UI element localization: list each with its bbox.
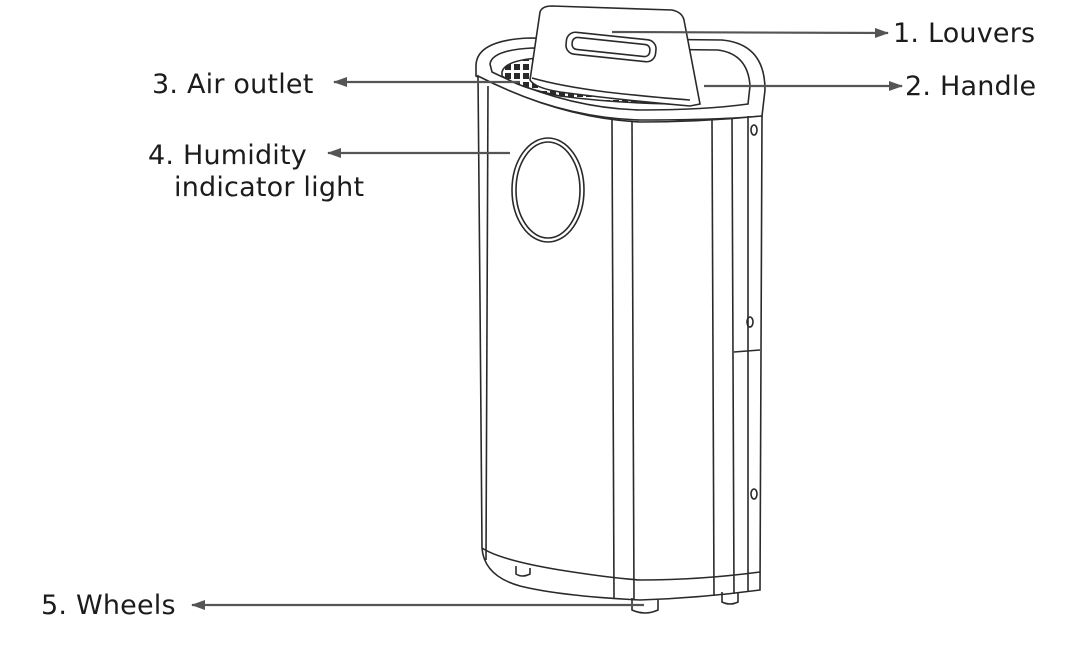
side-screw-top xyxy=(750,124,758,136)
side-seam-2 xyxy=(731,117,735,595)
front-face xyxy=(477,74,763,601)
humidity-indicator-ring-inner xyxy=(515,141,581,239)
humidity-indicator-ring-outer xyxy=(511,137,585,243)
louvers-flap xyxy=(529,5,701,107)
front-seam-1 xyxy=(485,85,489,561)
unit-body xyxy=(475,37,766,614)
side-screw-mid xyxy=(746,316,754,328)
side-seam-1 xyxy=(711,119,715,597)
handle-grip-inner xyxy=(571,36,651,58)
label-louvers: 1. Louvers xyxy=(893,18,1036,49)
label-humidity-line1: 4. Humidity xyxy=(148,140,307,171)
label-wheels: 5. Wheels xyxy=(41,590,176,621)
label-humidity-line2: indicator light xyxy=(174,172,365,203)
top-rim-inner xyxy=(489,47,751,111)
wheel-left xyxy=(515,566,531,577)
wheel-right xyxy=(721,592,739,605)
label-handle: 2. Handle xyxy=(905,71,1037,102)
arrow-louvers xyxy=(611,27,889,38)
side-screw-low xyxy=(750,488,758,500)
bottom-curve xyxy=(481,547,761,581)
front-seam-3 xyxy=(631,121,635,601)
front-seam-2 xyxy=(611,119,615,599)
side-door-line xyxy=(733,349,761,353)
wheel-front xyxy=(631,598,659,614)
louvers-panel-edge xyxy=(531,77,691,101)
callout-arrows xyxy=(191,27,903,610)
label-air-outlet: 3. Air outlet xyxy=(152,69,314,100)
